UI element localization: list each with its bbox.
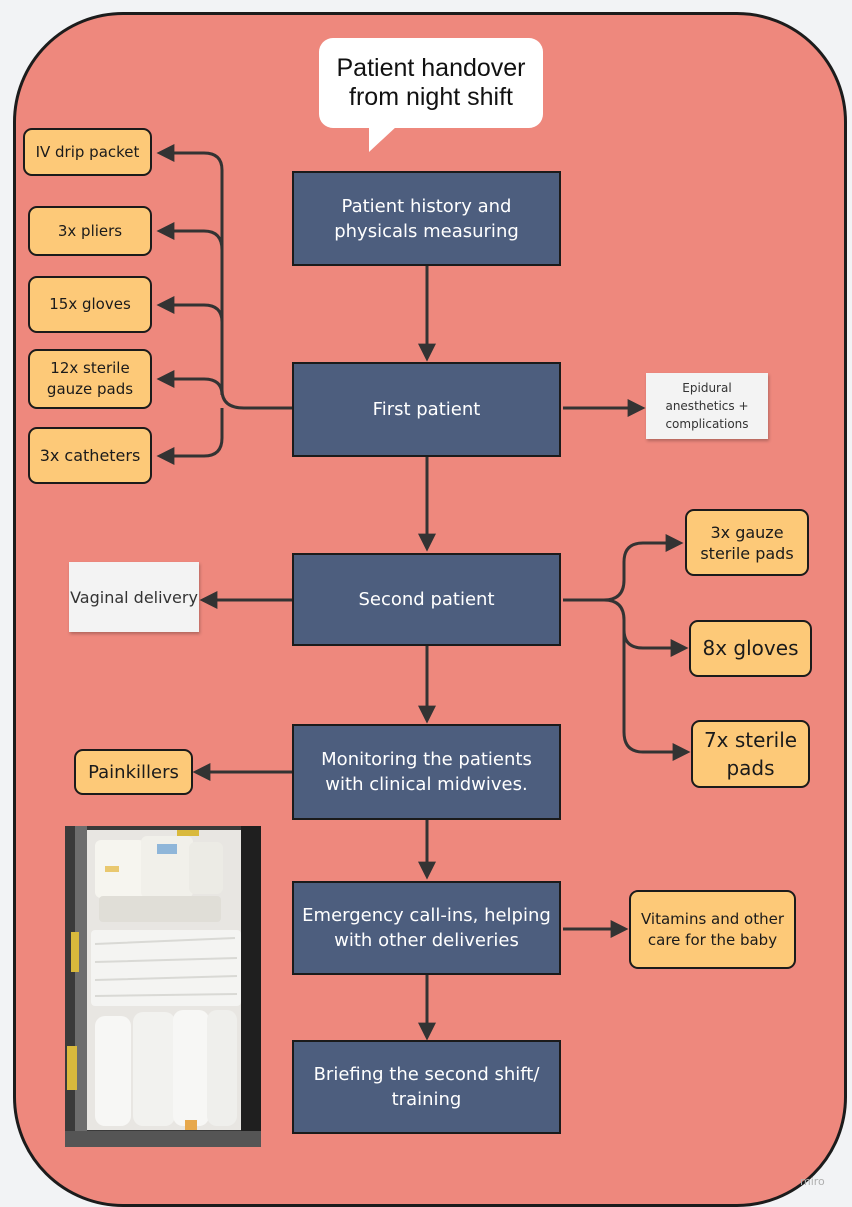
handover-text: Patient handover from night shift xyxy=(336,54,526,111)
arrow-to-gauze3 xyxy=(563,534,684,602)
process-emergency[interactable]: Emergency call-ins, helping with other d… xyxy=(292,881,561,975)
note-epidural[interactable]: Epidural anesthetics + complications xyxy=(646,373,768,439)
arrow-to-catheters xyxy=(156,408,224,465)
process-first-patient-label: First patient xyxy=(372,399,481,420)
supply-gloves-15-label: 15x gloves xyxy=(49,295,131,313)
supply-gauze-3-label: 3x gauze sterile pads xyxy=(700,522,794,563)
arrow-to-gauze12 xyxy=(156,370,224,396)
supply-gloves-8-label: 8x gloves xyxy=(702,636,799,660)
vitamins-label: Vitamins and other care for the baby xyxy=(641,909,784,949)
note-vaginal-text: Vaginal delivery xyxy=(70,587,198,607)
process-second-patient[interactable]: Second patient xyxy=(292,553,561,646)
vitamins-box[interactable]: Vitamins and other care for the baby xyxy=(629,890,796,969)
process-monitoring[interactable]: Monitoring the patients with clinical mi… xyxy=(292,724,561,820)
arrow-to-pads7 xyxy=(622,630,691,761)
speech-bubble-tail xyxy=(369,126,397,152)
process-history[interactable]: Patient history and physicals measuring xyxy=(292,171,561,266)
arrow-to-gloves8 xyxy=(603,598,689,657)
painkillers-label: Painkillers xyxy=(88,761,179,783)
supply-catheters[interactable]: 3x catheters xyxy=(28,427,152,484)
supply-pads-7-label: 7x sterile pads xyxy=(703,728,798,780)
process-monitoring-label: Monitoring the patients with clinical mi… xyxy=(321,749,532,795)
supply-iv-drip[interactable]: IV drip packet xyxy=(23,128,152,176)
arrow-to-pliers xyxy=(156,222,224,251)
arrow-to-gloves15 xyxy=(156,296,224,323)
process-emergency-label: Emergency call-ins, helping with other d… xyxy=(302,905,551,951)
supply-pliers-label: 3x pliers xyxy=(57,221,123,240)
process-briefing[interactable]: Briefing the second shift/ training xyxy=(292,1040,561,1134)
process-history-label: Patient history and physicals measuring xyxy=(334,195,519,242)
note-epidural-text: Epidural anesthetics + complications xyxy=(665,381,749,431)
supply-catheters-label: 3x catheters xyxy=(39,446,141,465)
supply-drawer-photo xyxy=(65,826,261,1147)
supply-gloves-8[interactable]: 8x gloves xyxy=(689,620,812,677)
supply-gauze-12[interactable]: 12x sterile gauze pads xyxy=(28,349,152,409)
process-second-patient-label: Second patient xyxy=(358,589,495,610)
process-briefing-label: Briefing the second shift/ training xyxy=(313,1064,540,1110)
supply-gauze-12-label: 12x sterile gauze pads xyxy=(46,359,134,398)
miro-watermark: miro xyxy=(800,1175,825,1188)
supply-iv-drip-label: IV drip packet xyxy=(35,142,140,161)
supply-gauze-3[interactable]: 3x gauze sterile pads xyxy=(685,509,809,576)
painkillers-box[interactable]: Painkillers xyxy=(74,749,193,795)
note-vaginal[interactable]: Vaginal delivery xyxy=(69,562,199,632)
supply-pliers[interactable]: 3x pliers xyxy=(28,206,152,256)
supply-pads-7[interactable]: 7x sterile pads xyxy=(691,720,810,788)
process-first-patient[interactable]: First patient xyxy=(292,362,561,457)
handover-speech-bubble: Patient handover from night shift xyxy=(319,38,543,128)
arrow-to-iv xyxy=(156,144,292,410)
supply-gloves-15[interactable]: 15x gloves xyxy=(28,276,152,333)
